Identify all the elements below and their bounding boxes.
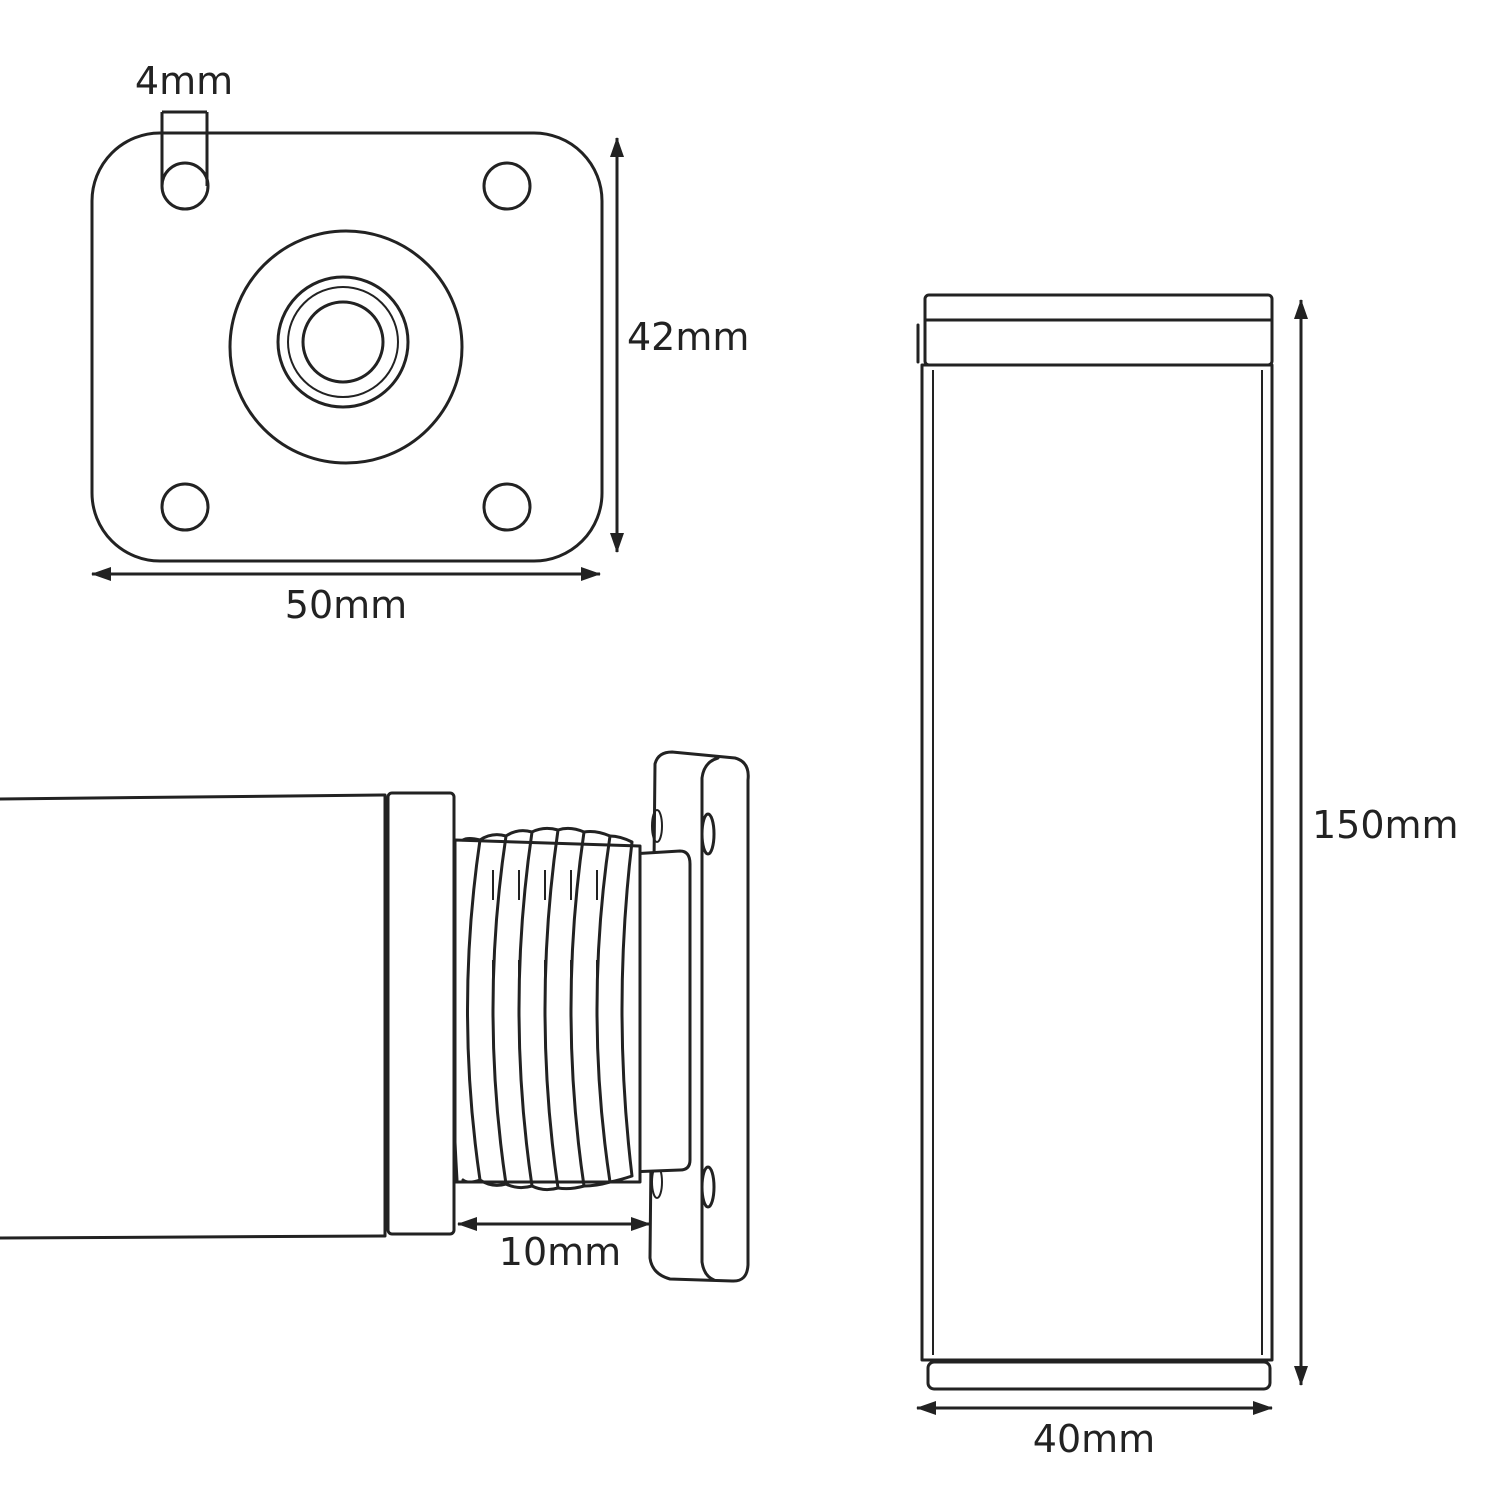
hole-diameter-dimension: 4mm [135,59,233,186]
flange-hole-1 [700,812,716,856]
plate-width-label: 50mm [285,583,407,627]
leg-body-side [0,793,387,1240]
leg-bottom-foot [926,1360,1272,1391]
leg-front-view [916,293,1274,1391]
mounting-plate-top-view [90,131,604,563]
threaded-stud [449,826,642,1192]
flange-edge [700,756,720,1282]
thread-adjustment-dimension: 10mm [457,1217,651,1274]
center-boss-ring-inner [287,286,399,398]
leg-top-cap [923,293,1274,367]
flange-hole-2 [700,1165,716,1209]
leg-end-cap [386,791,456,1236]
leg-height-dimension: 150mm [1294,299,1459,1386]
screw-hole-top-left [160,161,210,211]
center-bore [301,300,385,384]
plate-height-dimension: 42mm [610,137,749,553]
plate-height-label: 42mm [627,315,749,359]
center-boss-ring [276,275,410,409]
thread-adjustment-label: 10mm [499,1230,621,1274]
hole-diameter-label: 4mm [135,59,233,103]
mounting-plate [90,131,604,563]
center-boss-outer [228,229,464,465]
flange-hole-3 [651,809,663,843]
leg-height-label: 150mm [1312,803,1459,847]
plate-width-dimension: 50mm [91,567,601,627]
leg-side-view [0,750,750,1283]
leg-body-front [920,363,1274,1362]
leg-width-label: 40mm [1033,1417,1155,1461]
leg-width-dimension: 40mm [916,1401,1273,1461]
screw-hole-bottom-right [482,482,532,532]
screw-hole-bottom-left [160,482,210,532]
screw-hole-top-right [482,161,532,211]
boss-cylinder [628,849,692,1174]
